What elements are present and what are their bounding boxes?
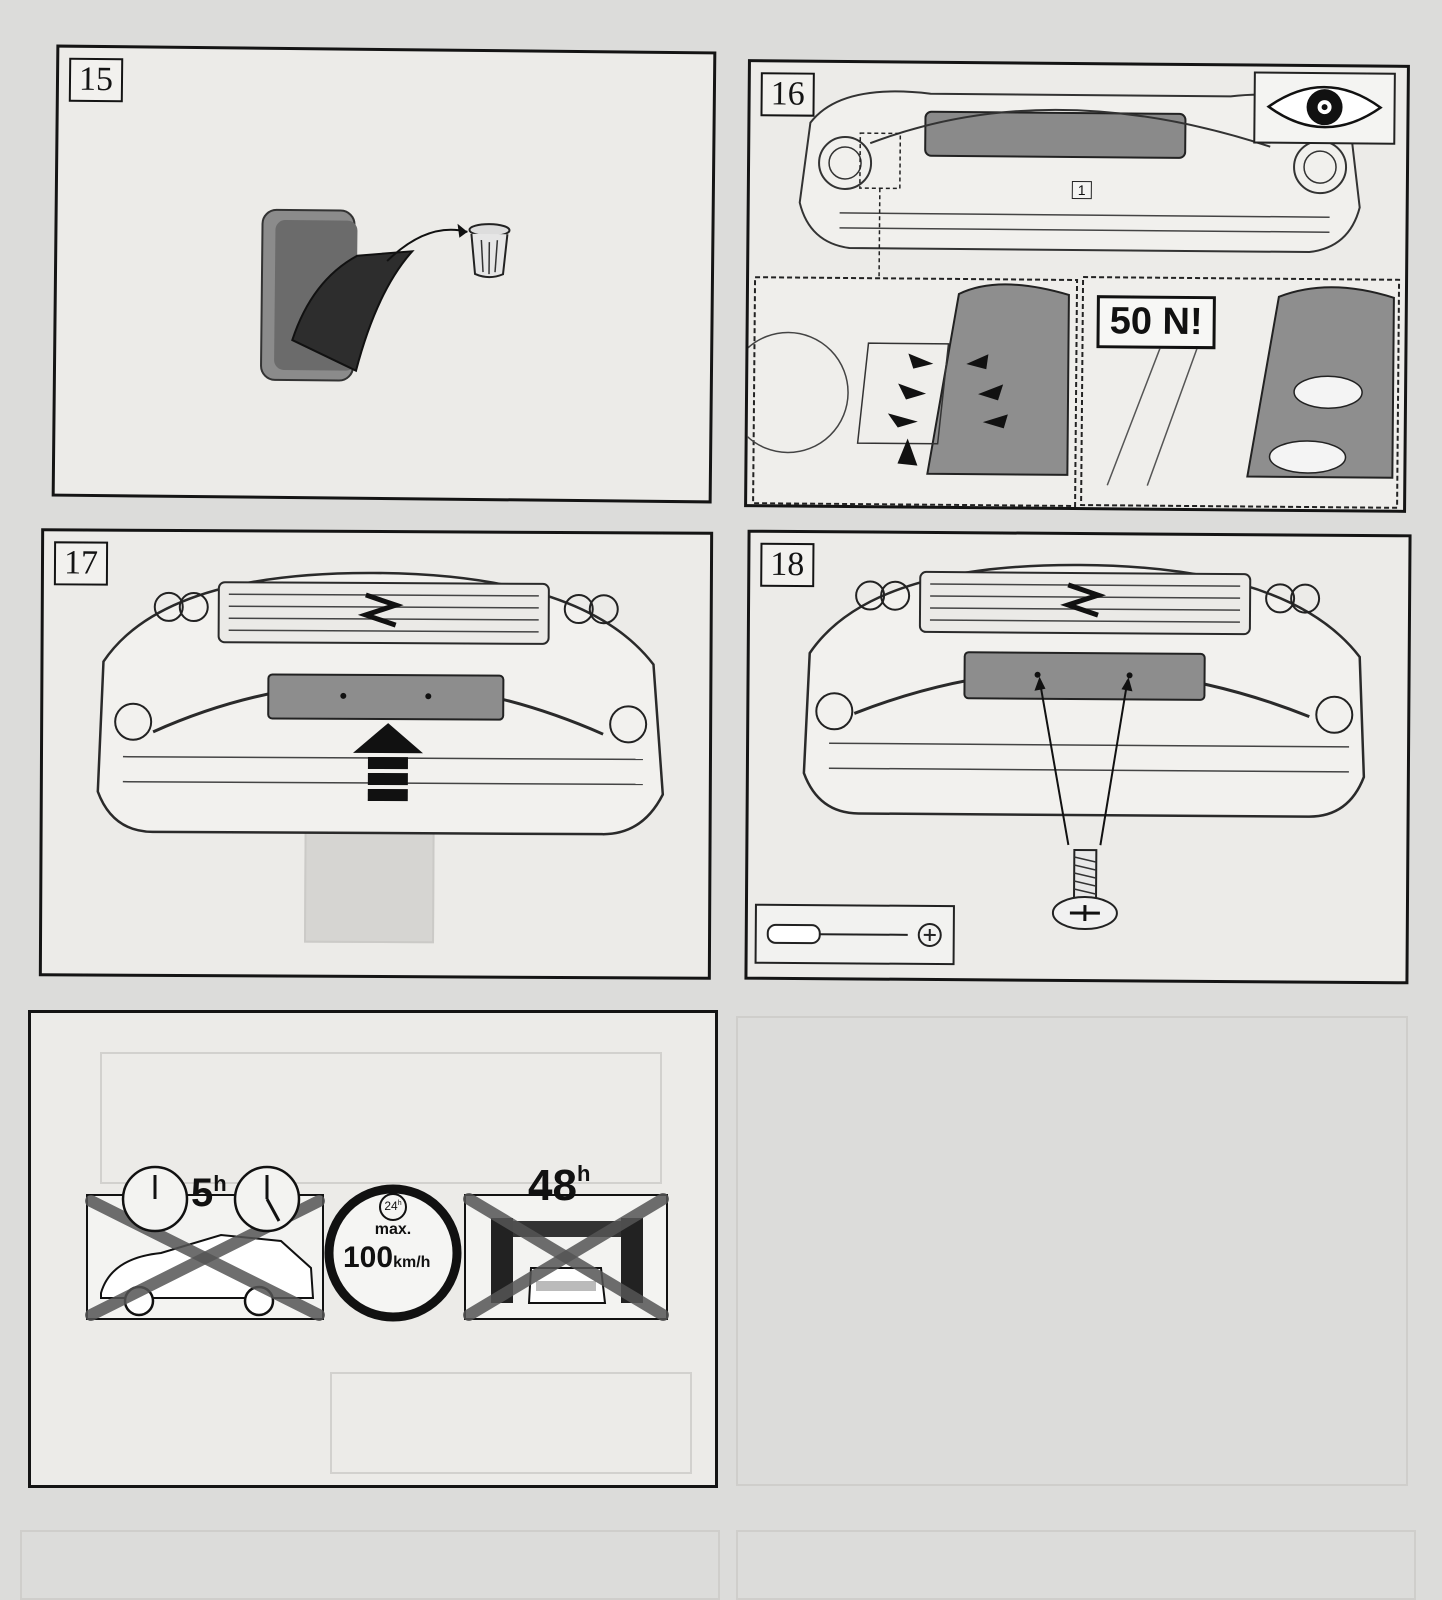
speed-unit: km/h [393,1254,431,1271]
trash-bin-icon [468,223,511,279]
plate-badge: 1 [1071,180,1092,200]
wait-5h-no-drive-icon [85,1165,325,1321]
ghost-bottom-left [20,1530,720,1600]
step-number: 15 [68,57,124,103]
step-number: 17 [53,541,109,586]
step-17-panel: 17 [38,528,714,980]
wait-hours-value: 5h [191,1171,227,1216]
step-16-panel: 16 [744,59,1410,513]
final-instructions-panel: 5h 24h max. 100km/h 48h [28,1010,718,1488]
speed-value: 100km/h [343,1241,430,1275]
speed-hours-unit: h [397,1200,402,1207]
ghost-bottom-right [736,1530,1416,1600]
step-number: 16 [760,72,815,117]
ghost-panel [736,1016,1408,1486]
final-warnings-illustration [85,1052,692,1474]
phillips-screwdriver-icon [754,903,955,966]
brand-logo [1060,582,1107,618]
screw-icon [1051,848,1118,931]
speed-hours-number: 24 [384,1199,398,1213]
car-front-plate-install-illustration [96,571,665,836]
car-front-detail-illustration [747,71,1401,509]
wait-hours-unit: h [213,1171,227,1196]
step-number: 18 [760,542,815,588]
brand-logo [357,592,404,628]
press-arrows [887,353,1008,466]
push-up-arrow-icon [353,723,424,802]
car-front-screw-illustration [754,563,1366,966]
speed-limit-icon [324,1184,462,1322]
peel-backing-illustration [260,208,511,382]
wash-hours-value: 48h [528,1161,590,1211]
eye-icon [1253,71,1396,145]
step-15-panel: 15 [51,44,717,504]
step-18-panel: 18 [744,529,1412,985]
speed-max-label: max. [374,1221,412,1238]
speed-hours: 24h [381,1199,405,1213]
wash-hours-number: 48 [528,1161,577,1210]
wait-hours-number: 5 [191,1171,214,1215]
wash-hours-unit: h [576,1161,591,1186]
force-label: 50 N! [1096,295,1216,350]
speed-number: 100 [343,1241,394,1274]
no-car-wash-48h-icon [463,1193,669,1321]
